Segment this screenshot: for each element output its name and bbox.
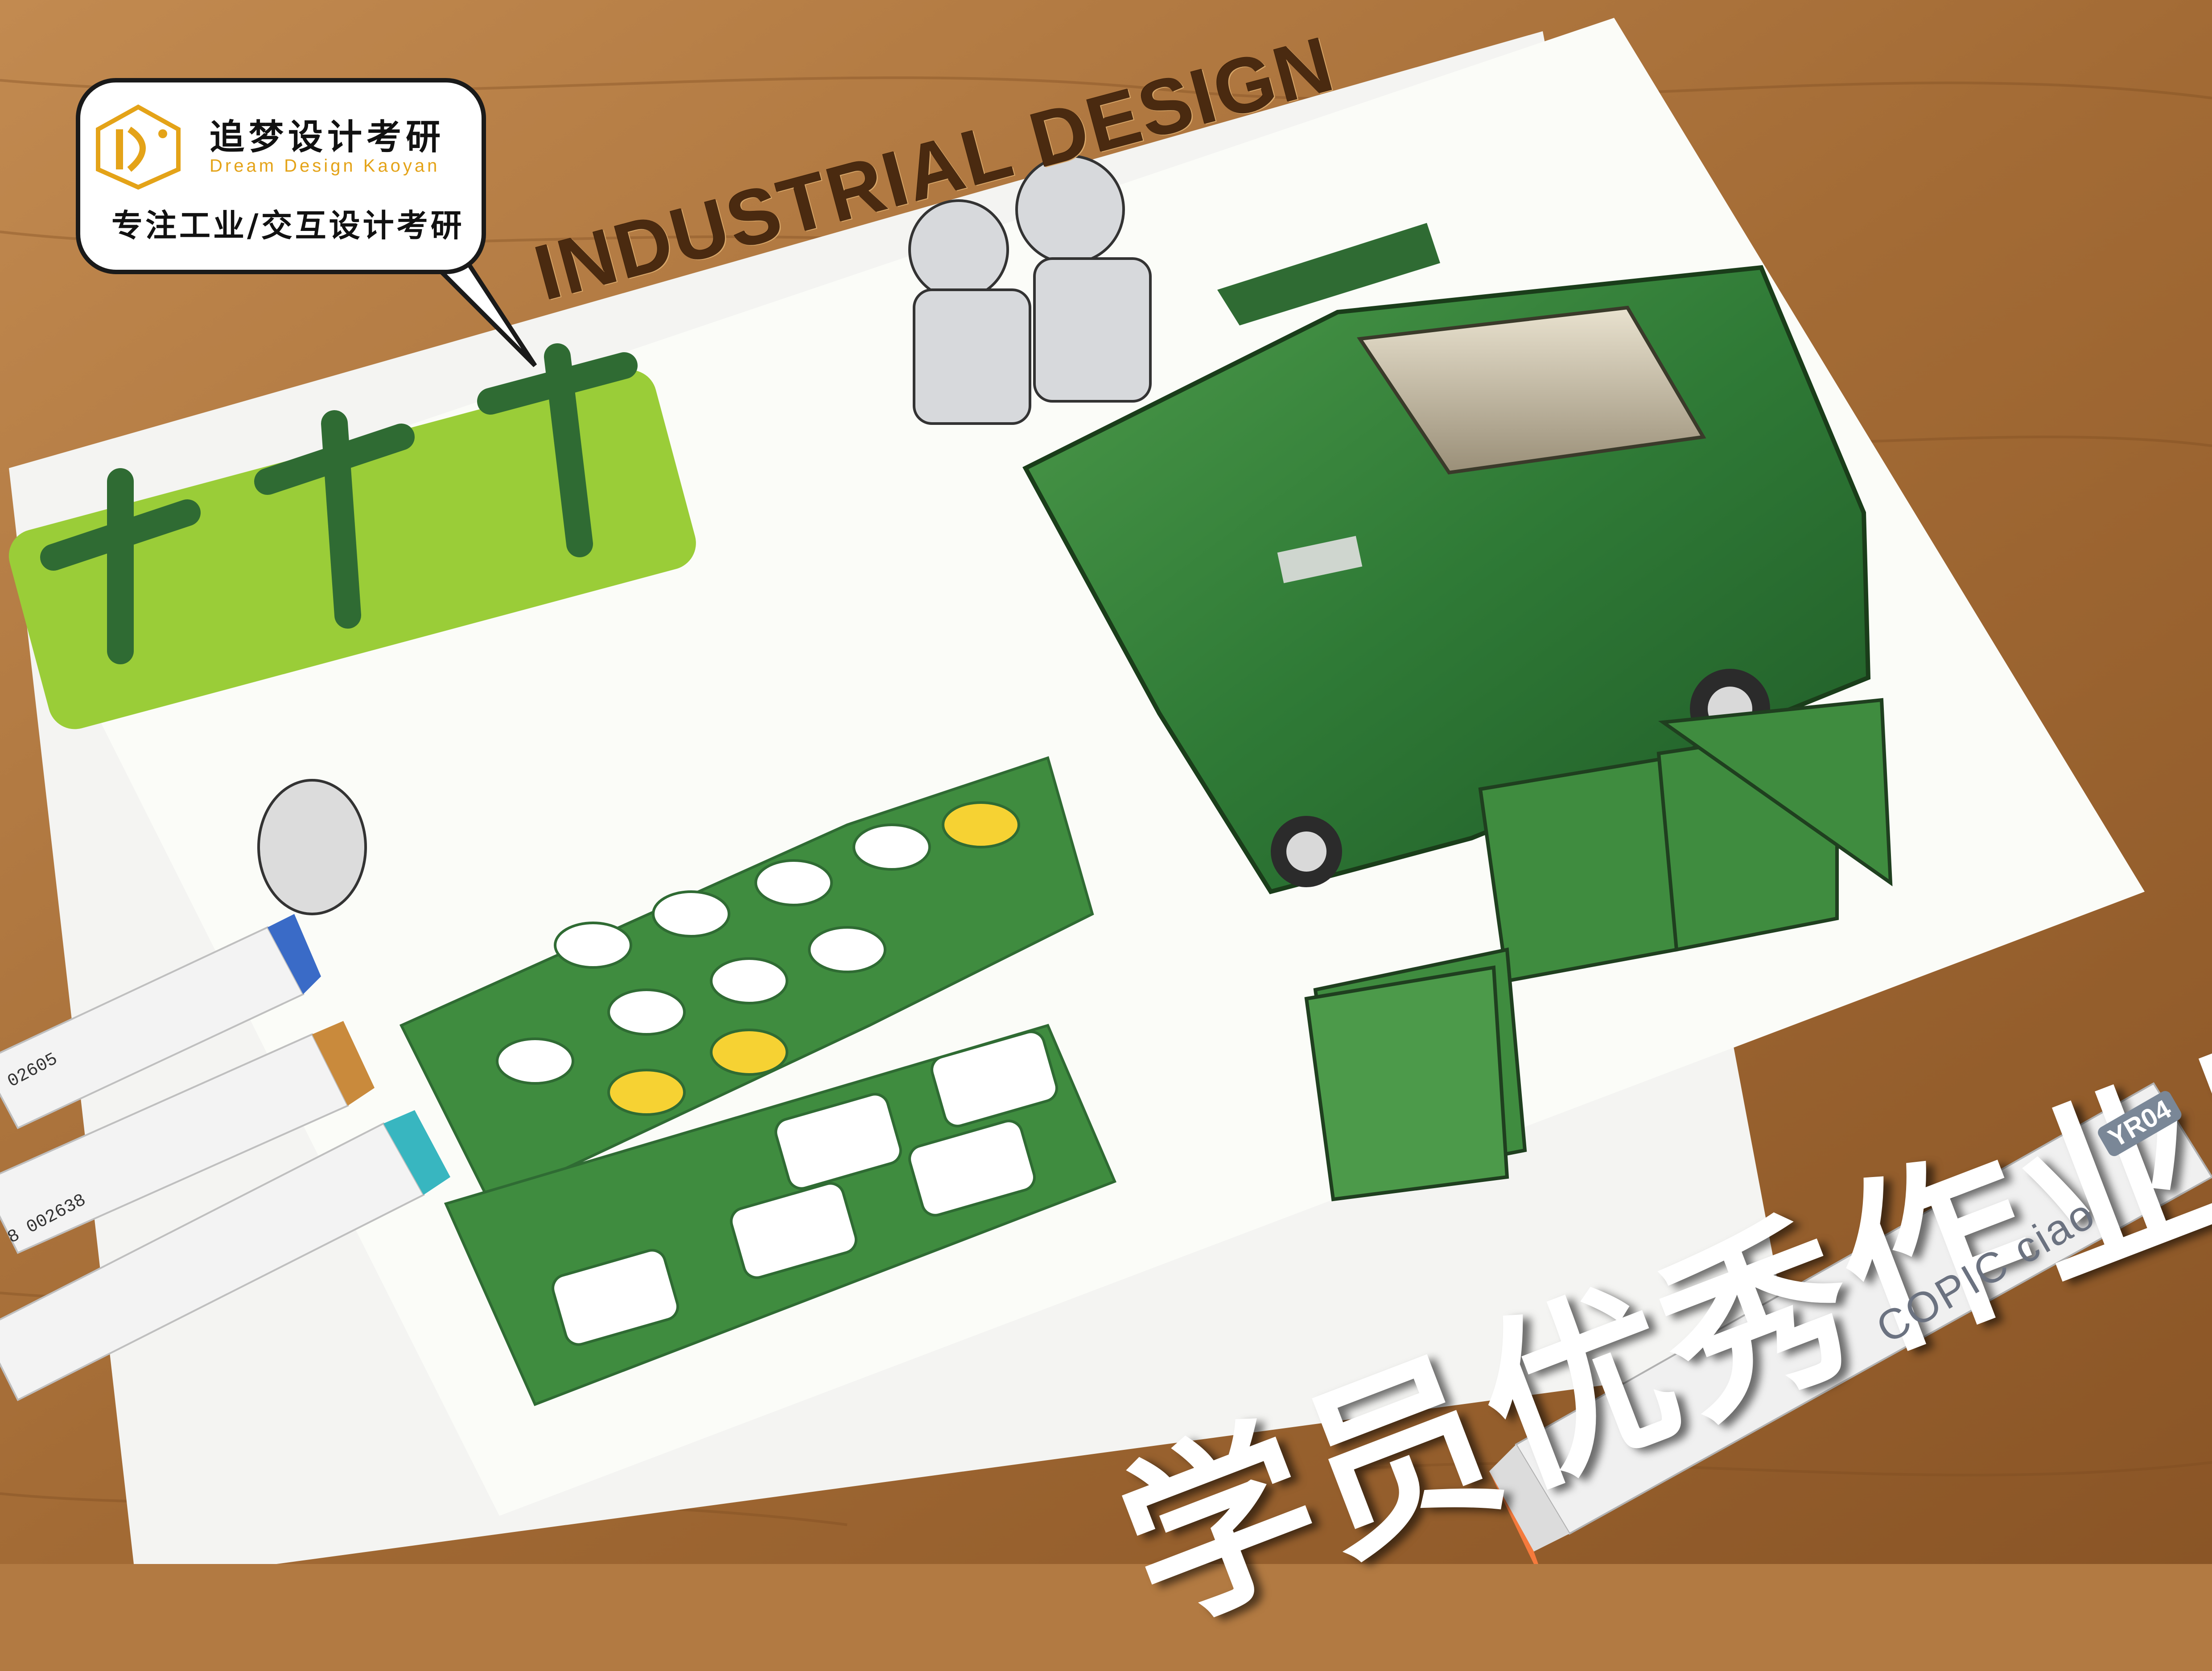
mind-map <box>399 756 1094 1206</box>
brand-name-english: Dream Design Kaoyan <box>210 156 440 176</box>
photo-scene <box>0 0 2212 1564</box>
teacher-portrait <box>257 779 367 915</box>
copic-marker-teal <box>0 1110 450 1401</box>
green-suitcase-render <box>1022 223 1871 894</box>
copic-marker-orange <box>0 1021 375 1254</box>
character-sketch <box>908 155 1152 425</box>
dream-design-logo-icon <box>96 104 181 190</box>
copic-ciao-marker <box>1489 1082 2212 1564</box>
copic-marker-blue <box>0 914 321 1129</box>
brand-tagline: 专注工业/交互设计考研 <box>111 207 465 244</box>
solution-block <box>444 1024 1116 1406</box>
brand-name: 追梦设计考研 <box>210 117 445 157</box>
small-cart <box>1304 965 1509 1202</box>
sketch-title-block <box>8 343 696 729</box>
